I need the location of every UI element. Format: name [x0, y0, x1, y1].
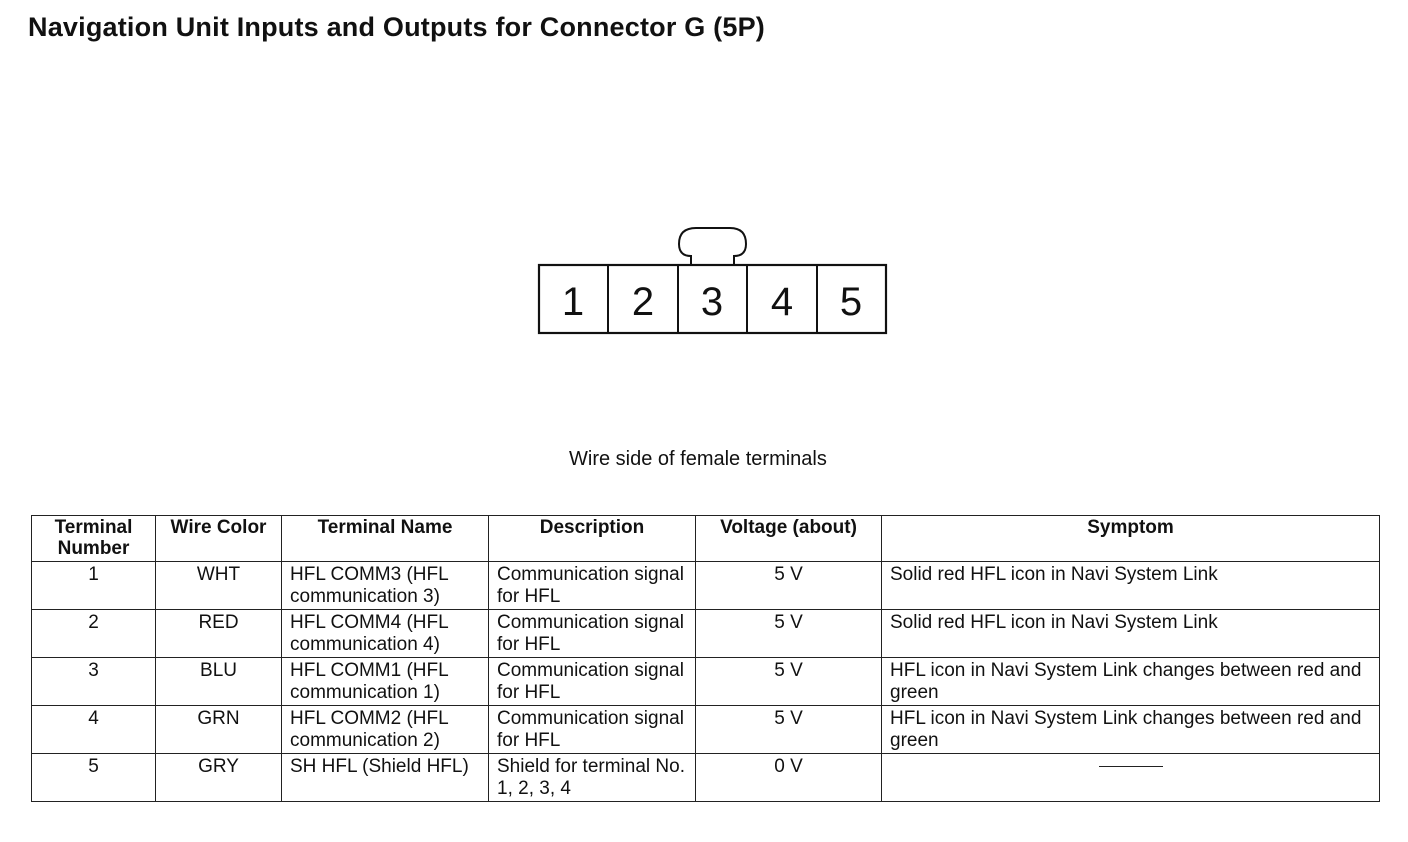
- cell-symptom-none: [881, 753, 1380, 802]
- cell-symptom: HFL icon in Navi System Link changes bet…: [881, 705, 1380, 754]
- header-voltage: Voltage (about): [695, 515, 882, 562]
- header-terminal-name: Terminal Name: [281, 515, 489, 562]
- connector-diagram: 1 2 3 4 5: [537, 227, 888, 335]
- cell-terminal-name: HFL COMM2 (HFL communication 2): [281, 705, 489, 754]
- table-row: 4 GRN HFL COMM2 (HFL communication 2) Co…: [31, 705, 1380, 754]
- cell-voltage: 0 V: [695, 753, 882, 802]
- cell-terminal-name: HFL COMM1 (HFL communication 1): [281, 657, 489, 706]
- cell-voltage: 5 V: [695, 609, 882, 658]
- table-row: 2 RED HFL COMM4 (HFL communication 4) Co…: [31, 609, 1380, 658]
- cell-voltage: 5 V: [695, 561, 882, 610]
- cell-terminal: 4: [31, 705, 156, 754]
- terminal-1-label: 1: [562, 280, 584, 324]
- cell-terminal: 1: [31, 561, 156, 610]
- header-symptom: Symptom: [881, 515, 1380, 562]
- table-row: 3 BLU HFL COMM1 (HFL communication 1) Co…: [31, 657, 1380, 706]
- cell-terminal-name: HFL COMM3 (HFL communication 3): [281, 561, 489, 610]
- cell-symptom: HFL icon in Navi System Link changes bet…: [881, 657, 1380, 706]
- cell-voltage: 5 V: [695, 705, 882, 754]
- cell-terminal: 3: [31, 657, 156, 706]
- no-symptom-dash: [1098, 766, 1163, 767]
- table-row: 1 WHT HFL COMM3 (HFL communication 3) Co…: [31, 561, 1380, 610]
- terminal-3-label: 3: [701, 280, 723, 324]
- cell-description: Shield for terminal No. 1, 2, 3, 4: [488, 753, 696, 802]
- cell-terminal: 5: [31, 753, 156, 802]
- cell-wire-color: GRY: [155, 753, 282, 802]
- cell-symptom: Solid red HFL icon in Navi System Link: [881, 561, 1380, 610]
- cell-wire-color: BLU: [155, 657, 282, 706]
- header-terminal-number: Terminal Number: [31, 515, 156, 562]
- connector-lock-tab: [677, 227, 748, 265]
- cell-description: Communication signal for HFL: [488, 561, 696, 610]
- cell-description: Communication signal for HFL: [488, 705, 696, 754]
- terminal-5-label: 5: [840, 280, 862, 324]
- terminal-2-label: 2: [632, 280, 654, 324]
- cell-terminal-name: HFL COMM4 (HFL communication 4): [281, 609, 489, 658]
- cell-description: Communication signal for HFL: [488, 609, 696, 658]
- cell-terminal: 2: [31, 609, 156, 658]
- cell-symptom: Solid red HFL icon in Navi System Link: [881, 609, 1380, 658]
- cell-wire-color: RED: [155, 609, 282, 658]
- cell-description: Communication signal for HFL: [488, 657, 696, 706]
- connector-caption: Wire side of female terminals: [569, 448, 827, 470]
- connector-body: [537, 263, 888, 335]
- terminal-4-label: 4: [771, 280, 793, 324]
- table-row: 5 GRY SH HFL (Shield HFL) Shield for ter…: [31, 753, 1380, 802]
- cell-voltage: 5 V: [695, 657, 882, 706]
- table-header-row: Terminal Number Wire Color Terminal Name…: [31, 515, 1380, 562]
- cell-wire-color: GRN: [155, 705, 282, 754]
- terminal-table: Terminal Number Wire Color Terminal Name…: [31, 515, 1380, 802]
- page-title: Navigation Unit Inputs and Outputs for C…: [28, 12, 765, 42]
- cell-terminal-name: SH HFL (Shield HFL): [281, 753, 489, 802]
- header-description: Description: [488, 515, 696, 562]
- header-wire-color: Wire Color: [155, 515, 282, 562]
- cell-wire-color: WHT: [155, 561, 282, 610]
